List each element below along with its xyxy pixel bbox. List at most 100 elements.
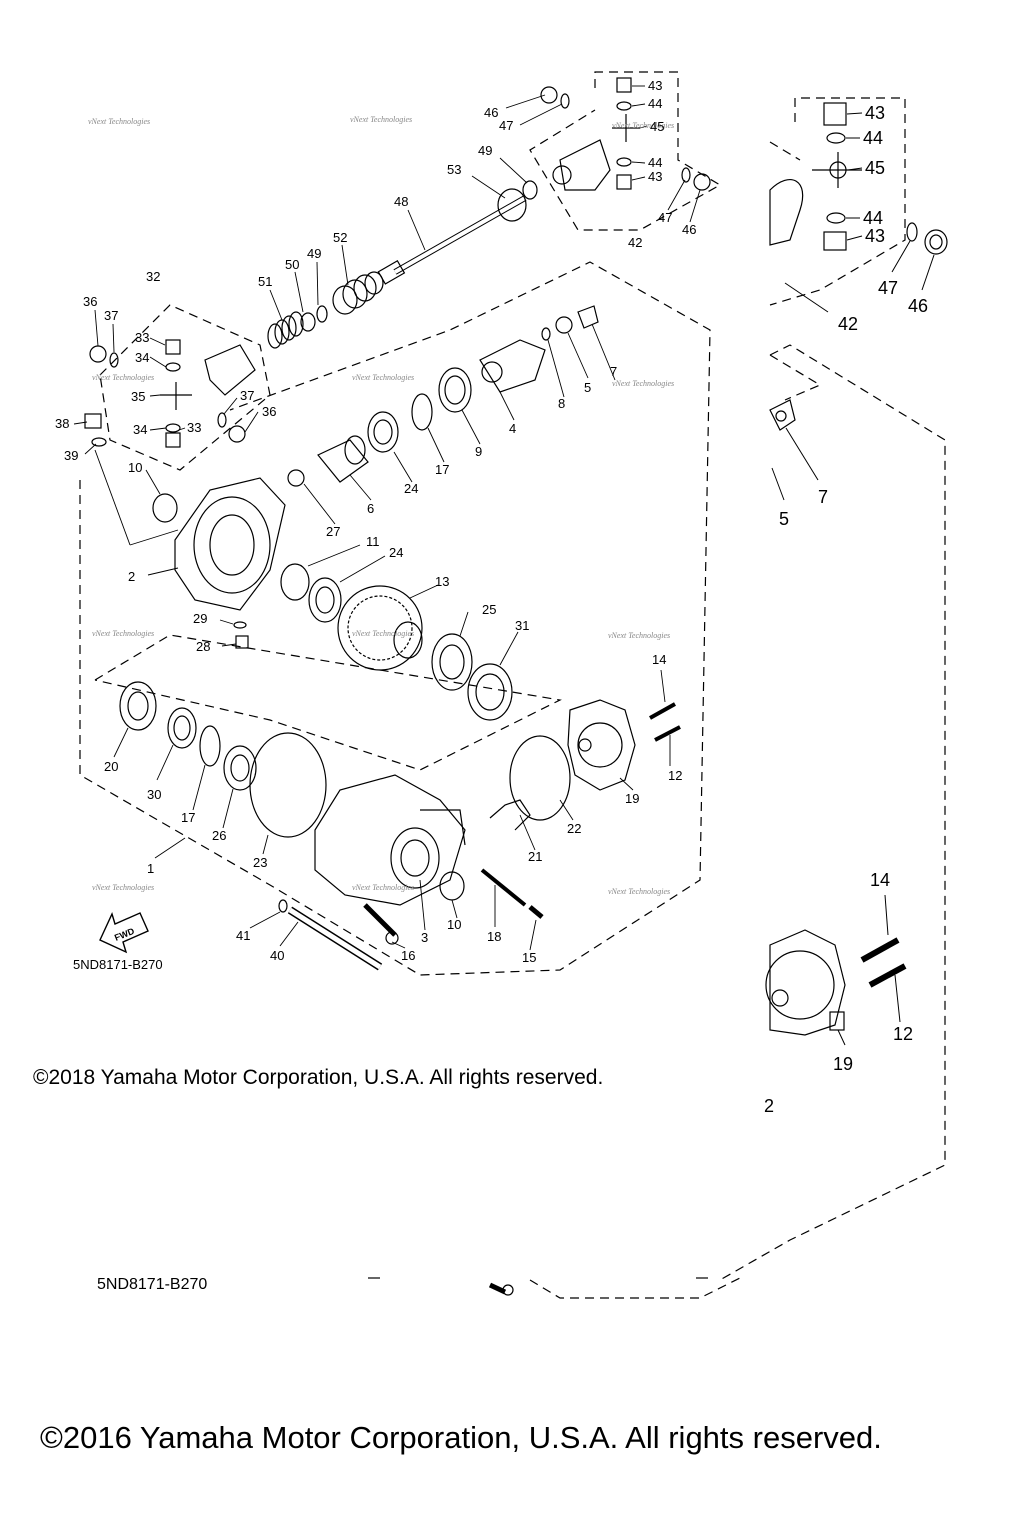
callout: 48 [394, 194, 408, 209]
diagram-code: 5ND8171-B270 [73, 957, 163, 972]
boot-52 [332, 271, 384, 315]
bearing-30 [167, 707, 197, 749]
circlip-17b [199, 725, 221, 767]
callout: 4 [509, 421, 516, 436]
callout: 13 [435, 574, 449, 589]
callout: 3 [421, 930, 428, 945]
watermark: vNext Technologies [352, 883, 414, 892]
callout: 26 [212, 828, 226, 843]
callout: 45 [650, 119, 664, 134]
watermark: vNext Technologies [608, 631, 670, 640]
callout: 53 [447, 162, 461, 177]
callout: 42 [838, 314, 858, 334]
yoke-32 [89, 339, 256, 448]
bearing-25 [431, 633, 473, 691]
callout: 35 [131, 389, 145, 404]
nut-7 [577, 305, 599, 329]
callout: 24 [404, 481, 418, 496]
pinion-gear-6 [317, 435, 369, 483]
callout: 2 [764, 1096, 774, 1116]
zoom-bolt-14 [860, 937, 900, 963]
callout: 30 [147, 787, 161, 802]
bracket-21 [489, 799, 531, 831]
clip-49 [316, 305, 328, 323]
zoom-leader-lines [771, 112, 935, 1046]
copyright-2018: ©2018 Yamaha Motor Corporation, U.S.A. A… [33, 1066, 604, 1089]
watermark: vNext Technologies [612, 379, 674, 388]
callout: 33 [135, 330, 149, 345]
zoom-motor-19 [765, 929, 846, 1036]
callout: 9 [475, 444, 482, 459]
callout: 37 [104, 308, 118, 323]
callout: 18 [487, 929, 501, 944]
callout: 42 [628, 235, 642, 250]
callout: 28 [196, 639, 210, 654]
callout: 41 [236, 928, 250, 943]
oil-seal-9 [438, 367, 472, 413]
callout: 25 [482, 602, 496, 617]
rod-18 [480, 868, 527, 907]
shim-11 [280, 563, 310, 601]
callout: 45 [865, 158, 885, 178]
bolt-16 [363, 903, 397, 937]
washer-50 [300, 312, 316, 332]
circlip-17a [411, 393, 433, 431]
watermark: vNext Technologies [92, 373, 154, 382]
callout: 46 [484, 105, 498, 120]
callout: 36 [83, 294, 97, 309]
washer-5 [555, 316, 573, 334]
housing-cover-2 [174, 477, 286, 611]
dashed-outlines [79, 71, 946, 1299]
callout: 10 [447, 917, 461, 932]
watermark: vNext Technologies [352, 373, 414, 382]
callout: 47 [499, 118, 513, 133]
callout: 5 [779, 509, 789, 529]
bolt-28 [235, 635, 249, 649]
diagram-code-bottom: 5ND8171-B270 [97, 1276, 208, 1293]
callout: 40 [270, 948, 284, 963]
watermark: vNext Technologies [608, 887, 670, 896]
coupling-gear-4 [479, 339, 546, 393]
callout: 46 [908, 296, 928, 316]
callout: 34 [133, 422, 147, 437]
callout: 46 [682, 222, 696, 237]
callout: 43 [865, 103, 885, 123]
callout: 10 [128, 460, 142, 475]
clip-49b [522, 180, 538, 200]
yoke-42 [540, 77, 711, 191]
callout: 50 [285, 257, 299, 272]
washer-29 [233, 621, 247, 629]
callouts-main: 43 44 45 44 43 46 47 49 53 47 46 42 48 5… [55, 78, 696, 965]
callout: 17 [181, 810, 195, 825]
zoom-yoke-42 [769, 102, 948, 255]
fwd-label: FWD [113, 926, 136, 943]
callout: 31 [515, 618, 529, 633]
differential-13 [337, 585, 423, 671]
callout: 49 [478, 143, 492, 158]
leader-lines [73, 85, 701, 951]
callout: 47 [878, 278, 898, 298]
callout: 27 [326, 524, 340, 539]
callout: 8 [558, 396, 565, 411]
watermark: vNext Technologies [92, 883, 154, 892]
callout: 38 [55, 416, 69, 431]
gasket-22 [509, 735, 571, 821]
callout: 44 [648, 96, 662, 111]
callout: 22 [567, 821, 581, 836]
callout: 12 [893, 1024, 913, 1044]
zoom-nut-7 [769, 399, 796, 431]
callout: 51 [258, 274, 272, 289]
callout: 32 [146, 269, 160, 284]
callouts-zoom: 43 44 45 44 43 47 46 42 7 5 14 12 19 2 [764, 103, 928, 1116]
watermarks: vNext Technologies vNext Technologies vN… [88, 115, 674, 896]
callout: 37 [240, 388, 254, 403]
bolt-14 [649, 702, 676, 720]
callout: 7 [610, 364, 617, 379]
o-ring-23 [249, 732, 327, 838]
callout: 16 [401, 948, 415, 963]
callout: 24 [389, 545, 403, 560]
callout: 14 [652, 652, 666, 667]
callout: 43 [865, 226, 885, 246]
callout: 33 [187, 420, 201, 435]
